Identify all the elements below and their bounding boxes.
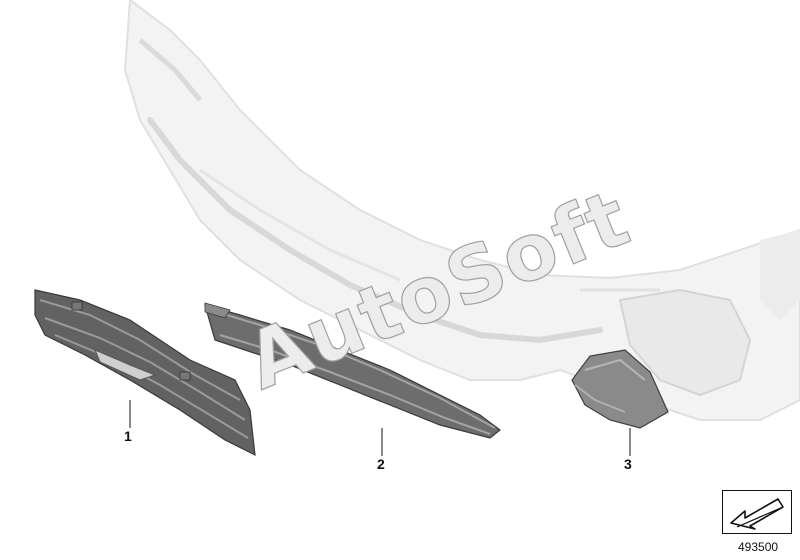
center-grille[interactable]: [204, 302, 501, 439]
diagram-number: 493500: [738, 540, 779, 554]
right-air-duct-insert[interactable]: [571, 349, 669, 429]
front-bumper: [123, 0, 800, 421]
callout-label-2[interactable]: 2: [377, 456, 385, 472]
navigation-box[interactable]: [722, 490, 792, 534]
left-grille[interactable]: [34, 289, 256, 457]
callout-label-1[interactable]: 1: [124, 428, 132, 444]
arrow-down-left-icon: [730, 498, 784, 530]
callout-label-3[interactable]: 3: [624, 456, 632, 472]
